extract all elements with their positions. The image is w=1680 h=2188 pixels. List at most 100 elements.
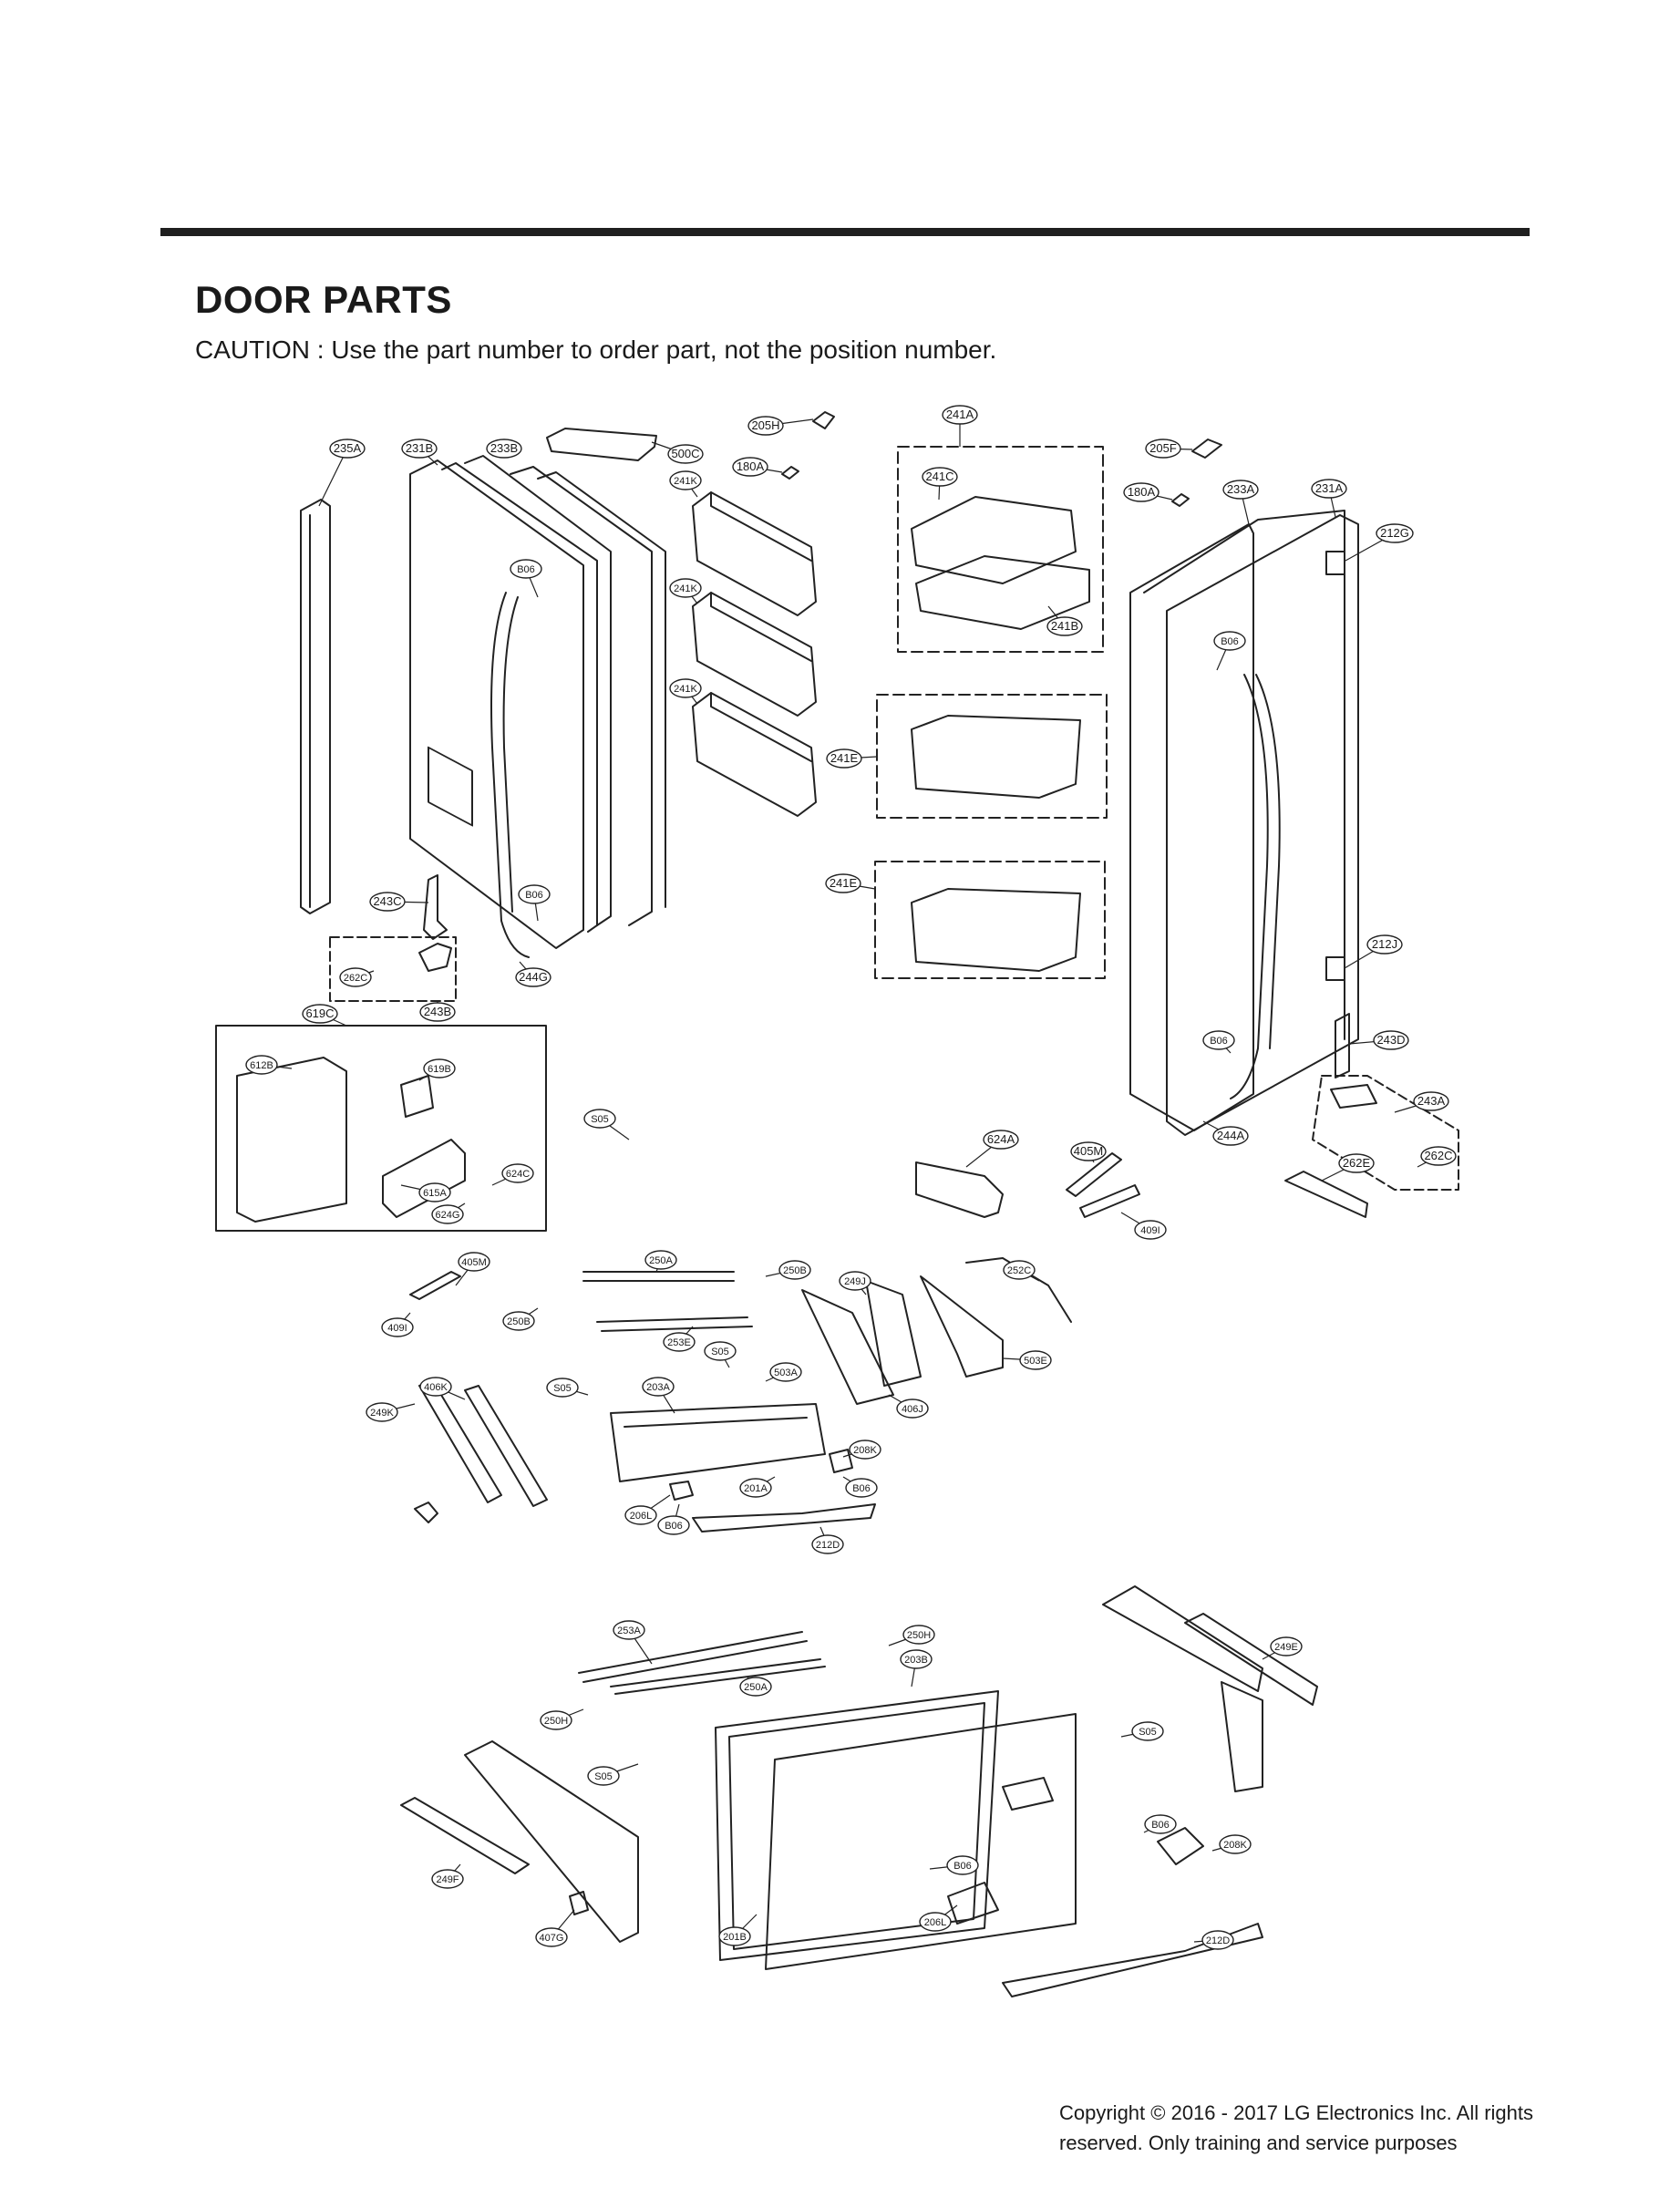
callout: 243B	[419, 1001, 456, 1022]
callout-label: B06	[1151, 1820, 1170, 1831]
callout-ellipse	[1413, 1091, 1449, 1111]
copyright-line-2: reserved. Only training and service purp…	[1059, 2131, 1458, 2154]
wrench-262e	[1284, 1171, 1368, 1218]
callout: 241K	[669, 678, 702, 705]
callout-label: 231B	[406, 441, 433, 455]
callout-ellipse	[718, 1926, 751, 1946]
box-241a	[897, 446, 1104, 653]
callout-label: 500C	[671, 447, 699, 460]
callout-ellipse	[339, 967, 372, 987]
callout: 180A	[732, 457, 783, 477]
callout: 619C	[302, 1004, 347, 1027]
callout-label: 205H	[751, 418, 779, 432]
callout-ellipse	[1123, 482, 1160, 502]
callout-label: 201A	[744, 1483, 768, 1494]
callout-label: 241E	[830, 876, 858, 890]
callout-ellipse	[419, 1377, 452, 1397]
callout: 406J	[888, 1394, 929, 1419]
callout: 250H	[540, 1708, 584, 1730]
callout: 212G	[1345, 523, 1414, 562]
callout-label: 201B	[723, 1932, 747, 1943]
callout: 503A	[765, 1362, 802, 1382]
callout: B06	[1202, 1030, 1235, 1054]
callout: 244G	[515, 961, 551, 987]
callout-ellipse	[546, 1378, 579, 1398]
callout-ellipse	[1373, 1030, 1409, 1050]
copyright-notice: Copyright © 2016 - 2017 LG Electronics I…	[1059, 2098, 1533, 2158]
callout-ellipse	[458, 1252, 490, 1272]
callout-label: 612B	[250, 1060, 273, 1071]
callout-label: 249K	[370, 1408, 394, 1419]
callout-label: 243B	[424, 1005, 451, 1018]
callout: 244A	[1202, 1120, 1249, 1146]
callout: 231A	[1311, 479, 1347, 518]
filter-624a	[915, 1161, 1004, 1218]
callout: 203B	[900, 1649, 933, 1687]
callout: 235A	[318, 439, 366, 507]
callout-label: 241B	[1051, 619, 1078, 633]
callout-label: B06	[953, 1861, 972, 1872]
callout-label: 231A	[1315, 481, 1344, 495]
callout: 206L	[624, 1494, 671, 1525]
callout-ellipse	[418, 1182, 451, 1202]
callout-ellipse	[663, 1332, 696, 1352]
callout-label: 250H	[544, 1716, 568, 1727]
callout-label: 212D	[816, 1540, 840, 1551]
callout-label: 409I	[1140, 1225, 1160, 1236]
callout: S05	[1120, 1721, 1164, 1741]
callout-ellipse	[669, 678, 702, 698]
callout: B06	[1143, 1814, 1177, 1834]
callout-ellipse	[510, 559, 542, 579]
callout-label: 235A	[334, 441, 362, 455]
callout: 624G	[431, 1202, 466, 1224]
callout-label: 250A	[744, 1682, 768, 1693]
callout-label: B06	[1221, 636, 1239, 647]
valve-619b	[400, 1075, 434, 1118]
callout-label: 243A	[1417, 1094, 1446, 1108]
callout: B06	[518, 884, 551, 922]
callout: 241K	[669, 470, 702, 498]
callout-ellipse	[902, 1625, 935, 1645]
callout-label: 244G	[519, 970, 548, 984]
callout-ellipse	[1046, 616, 1083, 636]
callout-label: 241E	[830, 751, 859, 765]
callout-ellipse	[704, 1341, 737, 1361]
callout-ellipse	[825, 873, 861, 893]
callout: 409I	[381, 1312, 414, 1337]
hinge-bracket-right	[1330, 1084, 1377, 1109]
callout: 233B	[486, 439, 522, 459]
callout: 208K	[842, 1440, 881, 1460]
callout-ellipse	[946, 1855, 979, 1875]
callout: B06	[657, 1503, 690, 1535]
callout: 249F	[431, 1863, 464, 1889]
callout-ellipse	[501, 1163, 534, 1183]
callout-ellipse	[849, 1440, 881, 1460]
hinge-243d	[1335, 1013, 1350, 1079]
callout-label: 407G	[540, 1933, 564, 1944]
callout-ellipse	[515, 967, 551, 987]
callout-ellipse	[657, 1515, 690, 1535]
callout-ellipse	[739, 1677, 772, 1697]
callout: 249E	[1262, 1636, 1303, 1660]
callout-ellipse	[732, 457, 768, 477]
drawer-assembly-lower	[400, 1585, 1318, 1997]
callout: 206L	[919, 1904, 958, 1932]
callout-ellipse	[845, 1478, 878, 1498]
callout-ellipse	[839, 1271, 871, 1291]
callout-label: S05	[594, 1771, 613, 1782]
callout-label: 615A	[423, 1188, 447, 1199]
callout: 619B	[418, 1058, 456, 1081]
callout: 241B	[1046, 605, 1083, 636]
callout-ellipse	[1222, 480, 1259, 500]
callout: B06	[842, 1476, 878, 1498]
callout-ellipse	[1213, 631, 1246, 651]
callout: B06	[929, 1855, 979, 1875]
part-180a-right	[1171, 493, 1190, 507]
callout-label: 244A	[1217, 1129, 1245, 1142]
callout-ellipse	[1003, 1260, 1036, 1280]
callout-label: 180A	[737, 459, 765, 473]
right-door-panel	[1129, 510, 1359, 1136]
callout-label: 252C	[1007, 1265, 1031, 1276]
callout-ellipse	[518, 884, 551, 904]
